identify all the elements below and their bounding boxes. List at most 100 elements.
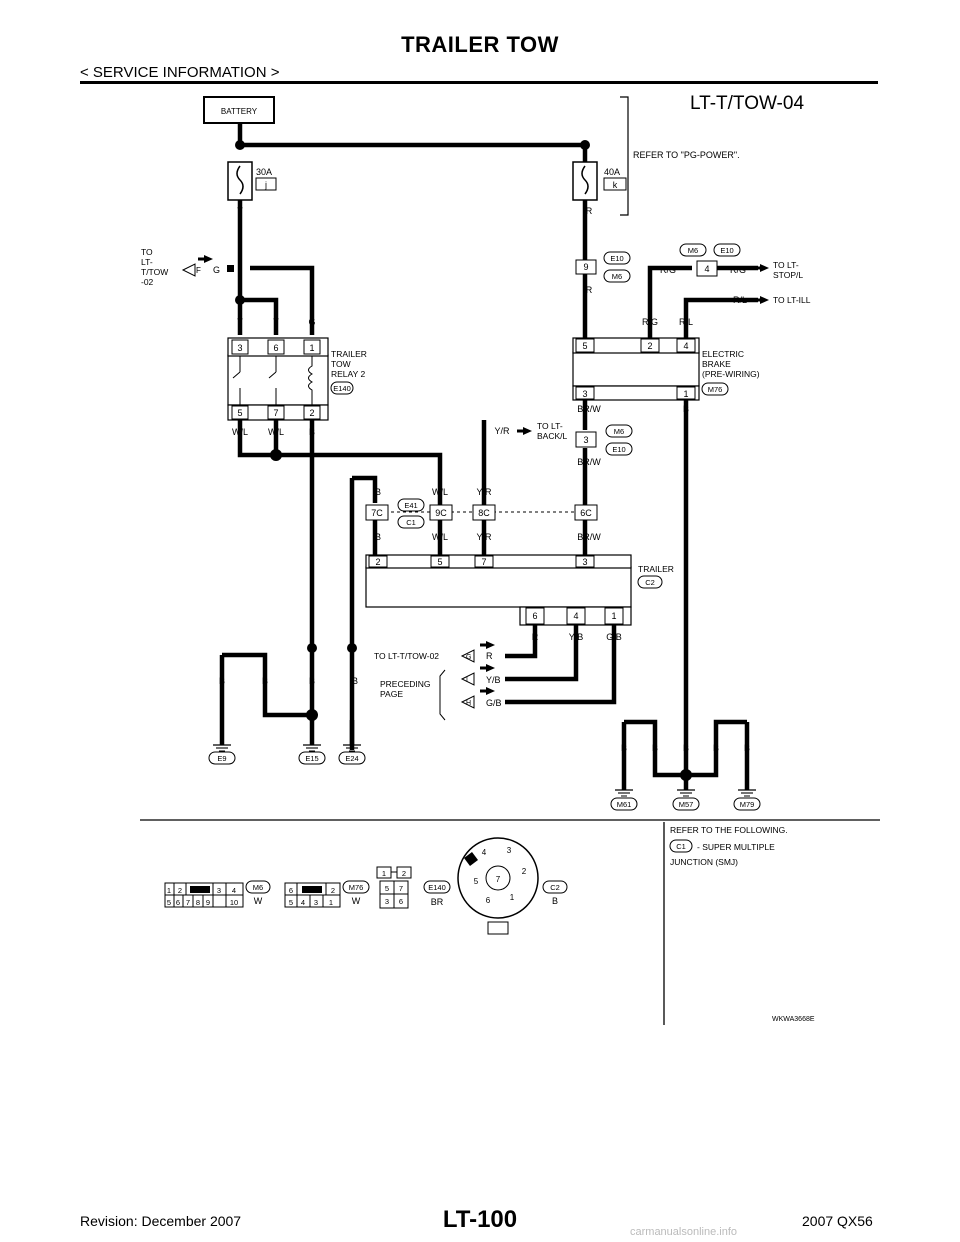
svg-text:PAGE: PAGE xyxy=(380,689,403,699)
svg-text:TRAILER: TRAILER xyxy=(638,564,674,574)
svg-text:8: 8 xyxy=(196,898,200,907)
svg-text:3: 3 xyxy=(217,886,221,895)
svg-text:G/B: G/B xyxy=(486,698,502,708)
svg-text:R/L: R/L xyxy=(733,295,747,305)
svg-text:M57: M57 xyxy=(679,800,694,809)
svg-text:B: B xyxy=(262,676,268,686)
connector-face-e140: 1 2 5 7 3 6 xyxy=(376,866,412,909)
svg-text:B: B xyxy=(744,743,750,753)
fuse2-amp: 40A xyxy=(604,167,620,177)
svg-text:W/L: W/L xyxy=(268,427,284,437)
svg-text:Y/B: Y/B xyxy=(569,632,584,642)
svg-text:6: 6 xyxy=(176,898,180,907)
svg-text:3: 3 xyxy=(385,897,389,906)
svg-text:7: 7 xyxy=(399,884,403,893)
svg-text:9: 9 xyxy=(206,898,210,907)
svg-text:B: B xyxy=(219,676,225,686)
svg-text:E140: E140 xyxy=(428,883,446,892)
svg-text:B: B xyxy=(621,743,627,753)
diagram-id: LT-T/TOW-04 xyxy=(690,93,804,114)
svg-text:3: 3 xyxy=(237,343,242,353)
svg-text:I: I xyxy=(466,677,468,684)
svg-text:E10: E10 xyxy=(610,254,623,263)
svg-text:C1: C1 xyxy=(676,842,686,851)
svg-text:2: 2 xyxy=(402,869,406,878)
trailer-connector: 2 5 7 3 6 4 1 xyxy=(365,554,632,626)
svg-text:M61: M61 xyxy=(617,800,632,809)
svg-text:E10: E10 xyxy=(612,445,625,454)
svg-text:1: 1 xyxy=(510,893,515,902)
svg-text:LT-: LT- xyxy=(141,257,153,267)
svg-text:TOW: TOW xyxy=(331,359,351,369)
svg-text:4: 4 xyxy=(232,886,236,895)
svg-text:B: B xyxy=(552,896,558,906)
svg-text:6: 6 xyxy=(532,611,537,621)
svg-text:W/L: W/L xyxy=(432,532,448,542)
diagram-code: WKWA3668E xyxy=(772,1016,815,1023)
svg-text:9: 9 xyxy=(583,262,588,272)
svg-text:(PRE-WIRING): (PRE-WIRING) xyxy=(702,369,760,379)
svg-text:C2: C2 xyxy=(550,883,560,892)
page-number: LT-100 xyxy=(442,1206,518,1233)
svg-text:R/G: R/G xyxy=(660,265,676,275)
svg-text:5: 5 xyxy=(385,884,389,893)
section-subtitle: < SERVICE INFORMATION > xyxy=(80,64,280,81)
svg-text:Y: Y xyxy=(273,317,279,327)
svg-text:PRECEDING: PRECEDING xyxy=(380,679,431,689)
svg-text:3: 3 xyxy=(582,389,587,399)
svg-text:W/L: W/L xyxy=(232,427,248,437)
svg-text:3: 3 xyxy=(583,435,588,445)
svg-text:1: 1 xyxy=(309,343,314,353)
svg-text:C1: C1 xyxy=(406,518,416,527)
svg-text:5: 5 xyxy=(582,341,587,351)
svg-text:2: 2 xyxy=(375,557,380,567)
svg-text:E10: E10 xyxy=(720,246,733,255)
page-title: TRAILER TOW xyxy=(401,32,559,57)
svg-text:R: R xyxy=(486,651,493,661)
svg-text:H: H xyxy=(466,700,471,707)
svg-text:G: G xyxy=(466,654,471,661)
svg-text:1: 1 xyxy=(329,898,333,907)
electric-brake-connector: 5 2 4 3 1 xyxy=(572,337,700,401)
svg-text:1: 1 xyxy=(683,389,688,399)
svg-text:4: 4 xyxy=(301,898,305,907)
svg-text:2: 2 xyxy=(309,408,314,418)
svg-text:R/G: R/G xyxy=(730,265,746,275)
fuse2-letter: k xyxy=(613,180,618,190)
conn-e140-badge xyxy=(330,381,354,395)
svg-text:Y: Y xyxy=(237,317,243,327)
wire-y: Y xyxy=(237,206,243,216)
svg-text:JUNCTION (SMJ): JUNCTION (SMJ) xyxy=(670,857,738,867)
svg-text:B: B xyxy=(683,404,689,414)
svg-text:6: 6 xyxy=(399,897,403,906)
heavy-wires xyxy=(219,123,758,790)
model-year: 2007 QX56 xyxy=(802,1213,873,1229)
electric-brake-label: ELECTRIC BRAKE (PRE-WIRING) xyxy=(702,349,760,379)
svg-text:B: B xyxy=(375,532,381,542)
svg-text:Y/R: Y/R xyxy=(476,487,492,497)
refer-pg-power: REFER TO "PG-POWER". xyxy=(633,150,740,160)
svg-text:M6: M6 xyxy=(612,272,622,281)
svg-text:W: W xyxy=(352,896,361,906)
connector-face-m76: 6 2 5 4 3 1 xyxy=(284,882,341,908)
svg-text:BR/W: BR/W xyxy=(577,457,601,467)
svg-text:- SUPER MULTIPLE: - SUPER MULTIPLE xyxy=(697,842,775,852)
battery-box xyxy=(203,96,275,124)
svg-text:B: B xyxy=(683,743,689,753)
svg-text:G: G xyxy=(213,265,220,275)
svg-text:3: 3 xyxy=(507,846,512,855)
svg-text:F: F xyxy=(196,266,201,275)
svg-text:E41: E41 xyxy=(404,501,417,510)
watermark: carmanualsonline.info xyxy=(630,1226,738,1238)
svg-text:2: 2 xyxy=(522,867,527,876)
svg-text:BR/W: BR/W xyxy=(577,532,601,542)
relay-label: TRAILER TOW RELAY 2 xyxy=(331,349,367,379)
svg-text:Y/B: Y/B xyxy=(486,675,501,685)
svg-text:RELAY 2: RELAY 2 xyxy=(331,369,365,379)
svg-text:6: 6 xyxy=(289,886,293,895)
svg-text:-02: -02 xyxy=(141,277,154,287)
svg-text:B: B xyxy=(352,676,358,686)
svg-text:T/TOW: T/TOW xyxy=(141,267,168,277)
svg-text:B: B xyxy=(309,676,315,686)
svg-text:W/L: W/L xyxy=(432,487,448,497)
